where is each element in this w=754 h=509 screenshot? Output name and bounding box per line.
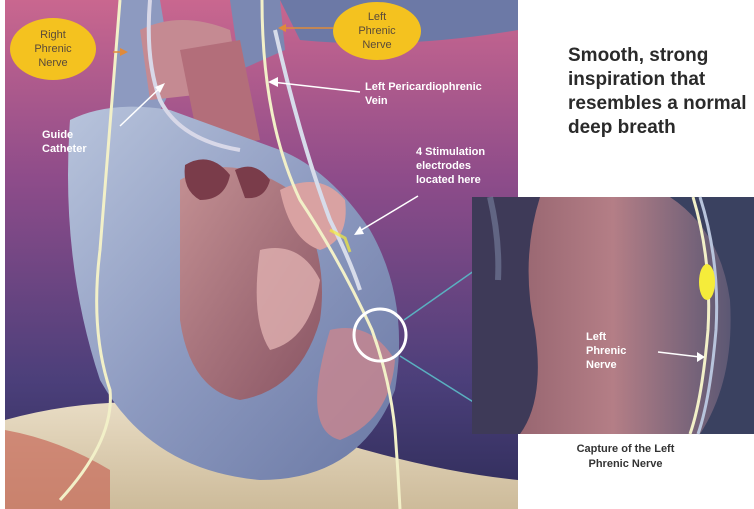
headline: Smooth, strong inspiration that resemble… xyxy=(568,44,754,140)
right-phrenic-nerve-callout: Right Phrenic Nerve xyxy=(10,18,96,80)
guide-catheter-label: Guide Catheter xyxy=(42,128,87,156)
left-phrenic-nerve-callout: Left Phrenic Nerve xyxy=(333,2,421,60)
left-pericardiophrenic-vein-label: Left Pericardiophrenic Vein xyxy=(365,80,482,108)
stimulation-electrodes-label: 4 Stimulation electrodes located here xyxy=(416,145,485,187)
inset-closeup xyxy=(472,197,754,434)
inset-left-phrenic-nerve-label: Left Phrenic Nerve xyxy=(586,330,626,372)
heart-illustration xyxy=(5,0,518,509)
electrode-highlight xyxy=(699,264,715,300)
inset-caption: Capture of the Left Phrenic Nerve xyxy=(548,442,703,472)
